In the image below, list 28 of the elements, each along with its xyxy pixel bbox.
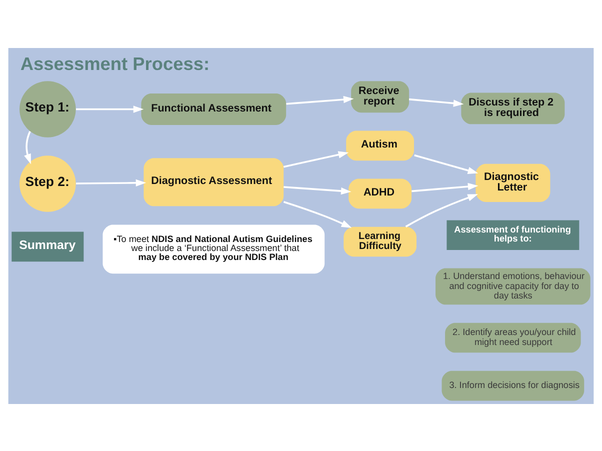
node-box: 3. Inform decisions for diagnosis (442, 370, 584, 400)
node-box: 1. Understand emotions, behaviour and cognitive capacity for day to day tasks (436, 268, 590, 304)
node-box: ADHD (348, 178, 412, 208)
node-box: Autism (346, 130, 414, 160)
node-box: 2. Identify areas you/your child might need support (445, 322, 581, 352)
arrow (408, 98, 464, 106)
arrow (283, 200, 352, 228)
node-box: ▪To meet NDIS and National Autism Guidelines we include a ‘Functional Assessment’ that may be covered by your NDIS Plan (102, 224, 325, 274)
node-box: Discuss if step 2 is required (461, 92, 565, 124)
node-box: Summary (12, 231, 84, 262)
node-box: Receive report (351, 80, 410, 112)
arrow (412, 182, 478, 192)
arrow (286, 95, 354, 104)
arrow (405, 194, 478, 227)
arrow (284, 186, 352, 194)
arrow (414, 154, 478, 174)
arrow (76, 178, 146, 186)
node-circle: Step 2: (20, 155, 76, 212)
node-box: Learning Difficulty (344, 226, 416, 256)
node-circle: Step 1: (20, 80, 76, 137)
node-box: Assessment of functioning helps to: (446, 220, 580, 250)
node-box: Diagnostic Letter (476, 163, 550, 202)
arrow (76, 105, 144, 112)
node-box: Diagnostic Assessment (144, 158, 284, 206)
diagram-title: Assessment Process: (20, 54, 210, 74)
arrow (24, 130, 31, 164)
arrow (283, 150, 349, 168)
node-box: Functional Assessment (141, 93, 286, 124)
